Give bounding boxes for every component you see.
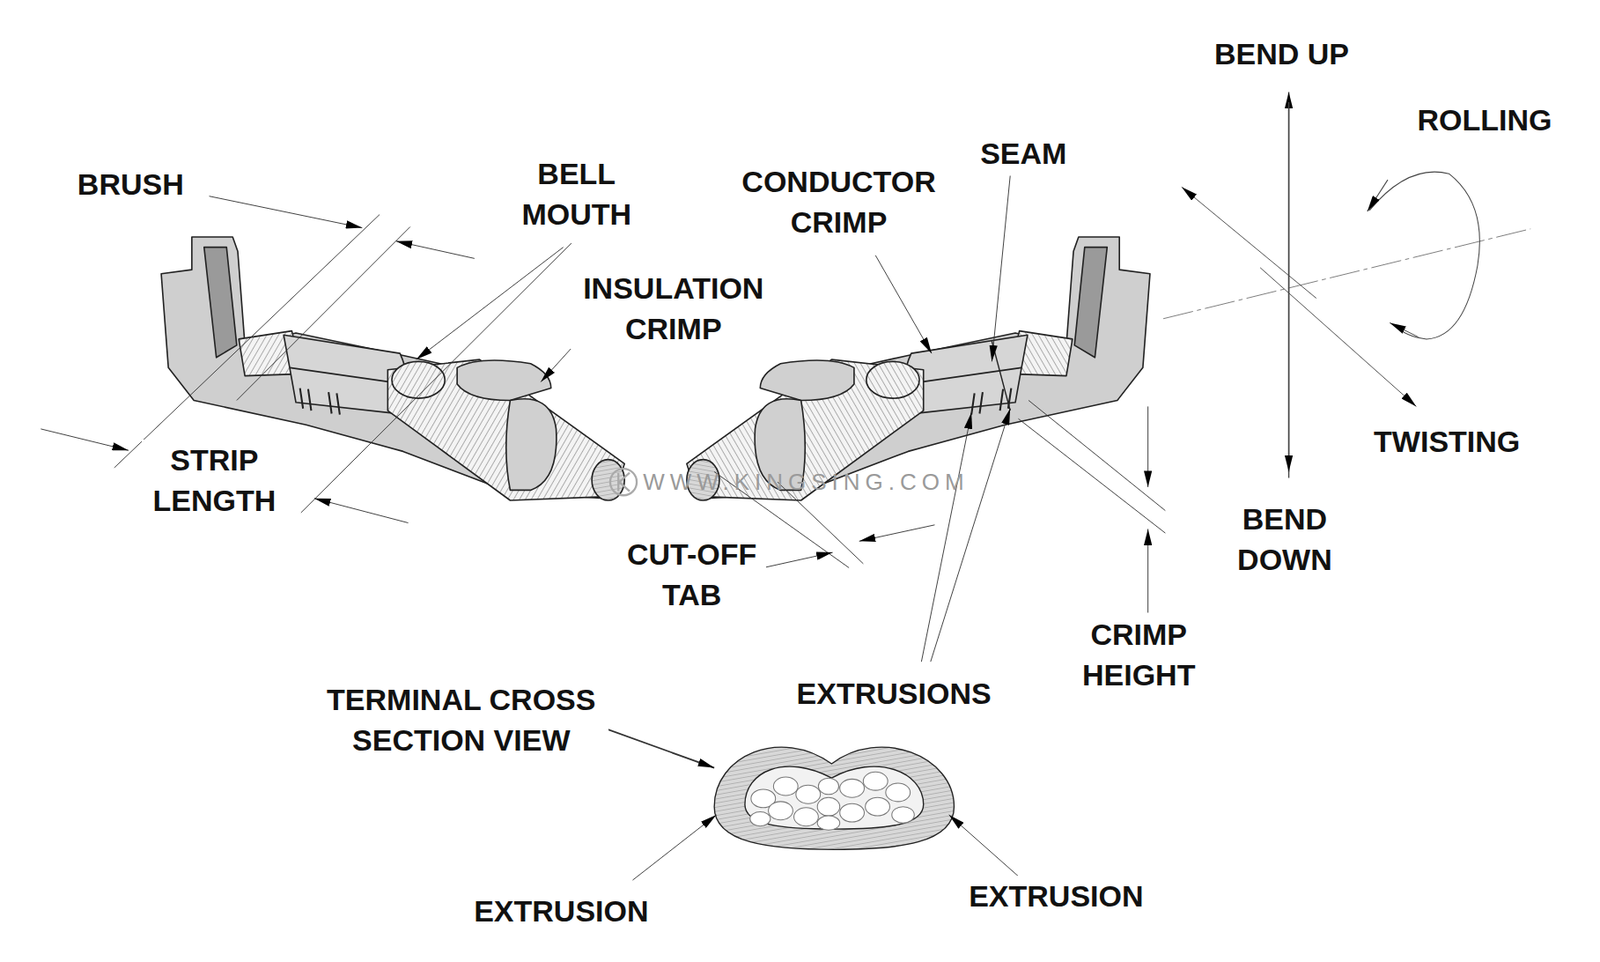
direction-axes [1369,171,1480,340]
part-label: CUT-OFF TAB [617,533,767,615]
leader-lines [236,226,411,400]
leader-lines [40,428,129,450]
leader-lines [930,408,1011,662]
part-label: SEAM [978,132,1069,174]
leader-lines [632,814,716,880]
leader-lines [921,412,972,662]
leader-lines [114,214,380,468]
leader-lines [1017,418,1165,533]
leader-lines [991,176,1011,362]
crimped-terminal [506,398,557,491]
crimped-terminal [300,388,340,415]
leader-lines [859,524,936,542]
leader-lines [1147,405,1149,487]
cross-section [768,801,794,820]
part-label: TWISTING [1371,420,1522,462]
leader-lines [589,722,715,768]
part-label: BRUSH [75,163,186,205]
cross-section [773,776,798,796]
part-label: STRIP LENGTH [141,439,287,521]
cross-section [840,803,865,822]
leader-lines [209,196,363,229]
watermark-logo [610,468,637,495]
crimped-terminal [289,367,405,384]
part-label: INSULATION CRIMP [570,267,777,349]
leader-lines [314,498,409,524]
part-label: ROLLING [1415,99,1555,141]
part-label: BELL MOUTH [513,153,641,235]
cross-section [840,778,865,797]
watermark-logo [610,468,637,495]
direction-axes [1163,91,1531,478]
leader-lines [1028,399,1165,510]
watermark-logo [618,472,630,492]
part-label: EXTRUSION [471,890,650,931]
crimped-terminal [457,360,552,400]
leader-lines [949,814,1021,878]
cross-section [750,771,915,830]
leader-lines [301,243,572,513]
seam-line [991,340,1011,411]
cross-section [885,782,911,802]
part-label: EXTRUSIONS [795,672,994,714]
crimped-terminal [387,359,625,501]
direction-axes [1288,102,1290,472]
cross-section [817,796,840,816]
part-label: TERMINAL CROSS SECTION VIEW [314,678,609,760]
cross-section [862,771,888,790]
leader-lines [763,552,834,568]
part-label: EXTRUSION [966,875,1145,916]
watermark: WWW.KINGSING.COM [642,468,969,495]
leader-lines [396,241,475,259]
direction-axes [1288,91,1290,478]
cross-section [750,811,771,826]
part-label: CONDUCTOR CRIMP [731,161,947,243]
direction-axes [1181,186,1317,298]
crimped-terminal [204,247,237,358]
direction-axes [1389,322,1418,337]
cross-section [714,746,954,849]
part-label: BEND DOWN [1225,498,1344,580]
cross-section [818,777,839,795]
direction-axes [1260,267,1416,407]
cross-section [865,796,891,816]
cross-section [794,807,819,826]
part-label: BEND UP [1212,33,1351,74]
cross-section [714,746,954,849]
direction-axes [1367,179,1388,212]
cross-section [796,784,821,804]
cross-section [817,815,840,830]
leader-lines [416,247,564,360]
crimped-terminal [391,361,445,399]
leader-lines [875,255,932,354]
leader-lines [1147,528,1149,612]
cross-section [892,806,915,824]
leader-lines [40,176,1165,881]
part-label: CRIMP HEIGHT [1069,613,1210,695]
